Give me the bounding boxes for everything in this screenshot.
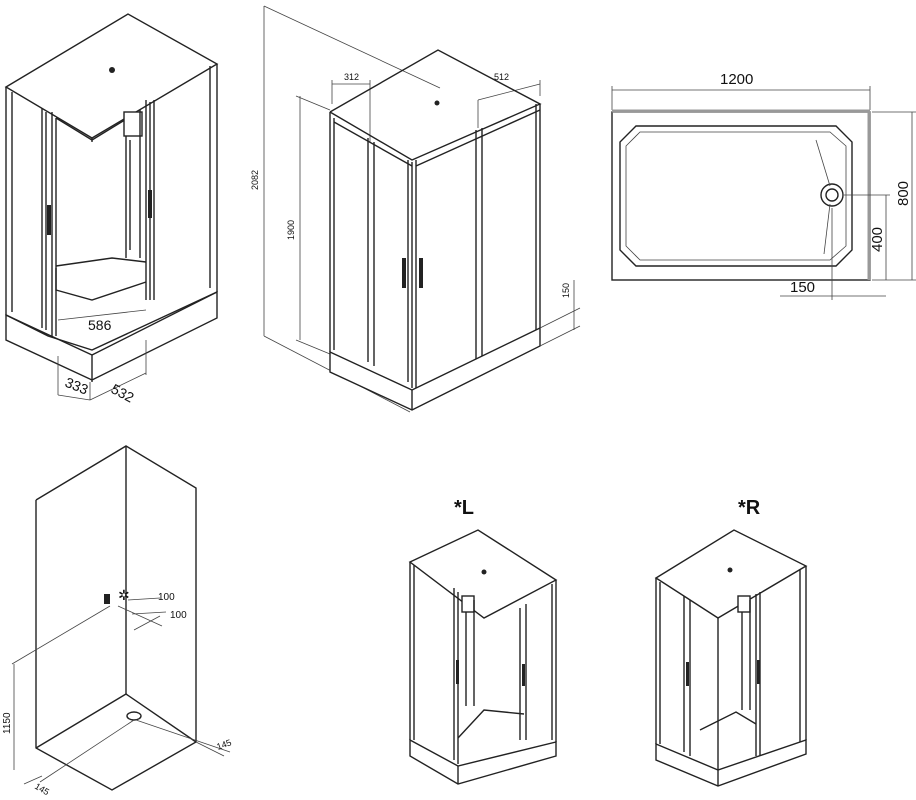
- enclosure-top-outline: [329, 49, 542, 161]
- corner-enclosure-isometric: 2082 1900 312 512: [250, 5, 581, 413]
- cabin-roof: [4, 13, 219, 139]
- dim-tray-width-label: 800: [895, 181, 912, 206]
- variant-right-cabin: *R: [654, 497, 808, 787]
- left-door-handle-icon: [47, 205, 51, 235]
- tray-basin: [619, 125, 853, 267]
- variant-left-label: *L: [454, 497, 474, 519]
- water-tap-icon: [104, 594, 110, 604]
- dim-drain-a-label: 145: [215, 737, 233, 752]
- dim-base-height-label: 150: [561, 283, 571, 298]
- dim-right-offset-label: 512: [494, 72, 509, 82]
- shower-head-icon: [123, 111, 143, 137]
- dim-left-offset-label: 312: [344, 72, 359, 82]
- right-variant-handle-icon: [757, 660, 760, 684]
- cabin-isometric-open: 586 532 333: [4, 13, 219, 406]
- dim-drain-b-label: 145: [33, 781, 51, 797]
- dim-width-label: 586: [88, 317, 112, 333]
- dim-drain-y-label: 400: [869, 227, 886, 252]
- right-cabin-roof: [654, 529, 808, 619]
- tray-drain-icon: [820, 183, 844, 207]
- floor-drain-icon: [126, 711, 142, 721]
- dim-tray-length-label: 1200: [720, 71, 753, 88]
- variant-right-label: *R: [738, 497, 761, 519]
- dim-spacing-b-label: 100: [170, 610, 187, 621]
- dim-drain-x-label: 150: [790, 279, 815, 296]
- connection-points-room: ✲ 100 100 1150 145 145: [2, 445, 233, 797]
- variant-left-cabin: *L: [408, 497, 558, 785]
- right-door-handle-icon: [148, 190, 152, 218]
- cabin-tray: [5, 290, 218, 381]
- right-door-handle-icon-2: [419, 258, 423, 288]
- dim-connection-height-label: 1150: [2, 712, 13, 734]
- left-cabin-tray: [409, 738, 557, 785]
- power-outlet-icon: ✲: [118, 587, 130, 603]
- dim-spacing-a-label: 100: [158, 592, 175, 603]
- ceiling-light-icon: [434, 100, 440, 106]
- tray-top-view: 1200 800 400 150: [611, 71, 916, 300]
- dim-door-height-label: 1900: [286, 220, 296, 240]
- left-variant-handle-icon: [456, 660, 459, 684]
- dim-depth-label: 532: [109, 381, 137, 406]
- right-variant-shower-icon: [737, 595, 751, 613]
- dim-total-height-label: 2082: [250, 170, 260, 190]
- enclosure-base: [329, 326, 541, 411]
- left-door-handle-icon-2: [402, 258, 406, 288]
- left-variant-shower-icon: [461, 595, 475, 613]
- right-cabin-tray: [655, 739, 807, 787]
- roof-light-icon: [109, 67, 115, 73]
